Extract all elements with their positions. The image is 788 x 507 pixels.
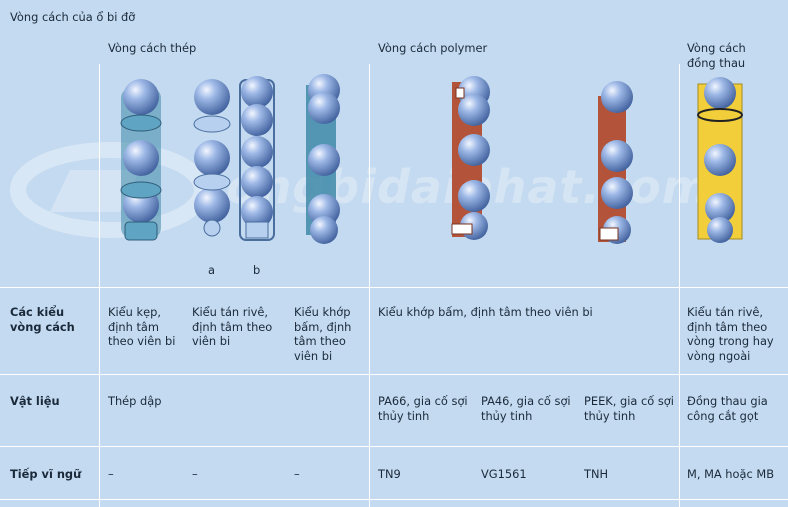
divider-col-3	[679, 64, 680, 507]
steel-snap-cage-figure	[306, 74, 340, 244]
cell-types-steel-rivet: Kiểu tán rivê, định tâm theo viên bi	[192, 305, 273, 349]
divider-col-2	[369, 64, 370, 507]
brass-cage-figure	[697, 77, 743, 243]
row-label-material: Vật liệu	[10, 394, 60, 408]
row-label-types: Các kiểu vòng cách	[10, 305, 75, 334]
cell-suffix-steel-snap: –	[294, 467, 300, 481]
cell-types-polymer: Kiểu khớp bấm, định tâm theo viên bi	[378, 305, 593, 319]
divider-row-3	[0, 446, 788, 447]
polymer-cage-pa66-figure	[451, 76, 490, 240]
steel-rivet-cage-a-figure	[193, 79, 231, 237]
cell-types-brass: Kiểu tán rivê, định tâm theo vòng trong …	[687, 305, 774, 363]
cell-material-brass: Đồng thau gia công cắt gọt	[687, 394, 768, 423]
steel-rivet-cage-b-figure	[239, 76, 275, 241]
column-header-polymer: Vòng cách polymer	[378, 41, 488, 55]
cell-types-steel-clip: Kiểu kẹp, định tâm theo viên bi	[108, 305, 176, 349]
figure-label-b: b	[253, 263, 261, 277]
divider-row-1	[0, 287, 788, 288]
cell-material-steel: Thép dập	[108, 394, 162, 408]
row-label-suffix: Tiếp vĩ ngữ	[10, 467, 82, 481]
cell-material-pa66: PA66, gia cố sợi thủy tinh	[378, 394, 468, 423]
polymer-cage-peek-figure	[598, 81, 633, 244]
cell-types-steel-snap: Kiểu khớp bấm, định tâm theo viên bi	[294, 305, 352, 363]
figure-label-a: a	[208, 263, 215, 277]
divider-col-1	[99, 64, 100, 507]
cell-suffix-brass: M, MA hoặc MB	[687, 467, 775, 481]
divider-row-2	[0, 374, 788, 375]
page-title: Vòng cách của ổ bi đỡ	[10, 10, 136, 24]
divider-row-4	[0, 499, 788, 500]
cell-suffix-steel-rivet: –	[192, 467, 198, 481]
cell-suffix-steel-clip: –	[108, 467, 114, 481]
column-header-steel: Vòng cách thép	[108, 41, 197, 55]
column-header-brass: Vòng cách đồng thau	[687, 41, 746, 70]
cell-suffix-peek: TNH	[584, 467, 609, 481]
cell-suffix-pa46: VG1561	[481, 467, 527, 481]
cell-material-peek: PEEK, gia cố sợi thủy tinh	[584, 394, 674, 423]
steel-clip-cage-figure	[120, 79, 162, 241]
cell-suffix-pa66: TN9	[378, 467, 401, 481]
cell-material-pa46: PA46, gia cố sợi thủy tinh	[481, 394, 571, 423]
